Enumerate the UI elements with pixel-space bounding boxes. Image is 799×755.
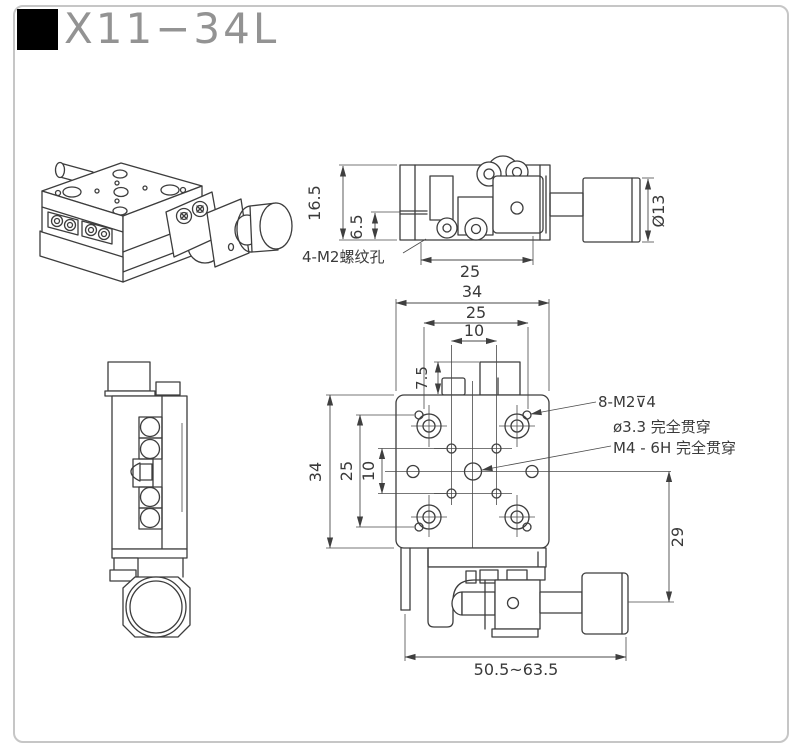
front-view-drive-mechanism: [400, 547, 629, 638]
drawing-border-frame: [13, 5, 789, 743]
dim-frontview-width-total: 34: [462, 282, 482, 301]
label-center-tap: M4 - 6H 完全贯穿: [613, 439, 736, 457]
dim-frontview-width-holes: 25: [466, 303, 486, 322]
dim-topview-knob-diameter: Ø13: [649, 195, 668, 228]
label-top-thread: 8-M2⊽4: [598, 393, 656, 411]
label-center-drill: ø3.3 完全贯穿: [613, 418, 711, 436]
dim-topview-base-height: 6.5: [347, 214, 366, 239]
drawing-title: X11−34L: [64, 4, 280, 53]
logo-mark: [17, 9, 58, 50]
side-view: [104, 361, 191, 638]
dim-topview-total-height: 16.5: [305, 185, 324, 221]
dim-frontview-height-center-holes: 10: [359, 461, 378, 481]
front-view: 34 25 10 7.5 34 25 10 29 50.5~63.5 8-M2⊽…: [306, 282, 736, 679]
dim-frontview-height-total: 34: [306, 462, 325, 482]
dim-frontview-axis-offset: 29: [668, 527, 687, 547]
dim-frontview-height-holes: 25: [337, 461, 356, 481]
dim-frontview-block-height: 7.5: [413, 366, 431, 390]
label-side-thread: 4-M2螺纹孔: [302, 248, 384, 266]
isometric-view: [39, 161, 293, 283]
dim-frontview-width-center-holes: 10: [464, 321, 484, 340]
dim-topview-hole-spacing: 25: [460, 262, 480, 281]
dim-frontview-length-range: 50.5~63.5: [474, 660, 559, 679]
top-view: 16.5 6.5 Ø13 25 4-M2螺纹孔: [302, 155, 668, 281]
